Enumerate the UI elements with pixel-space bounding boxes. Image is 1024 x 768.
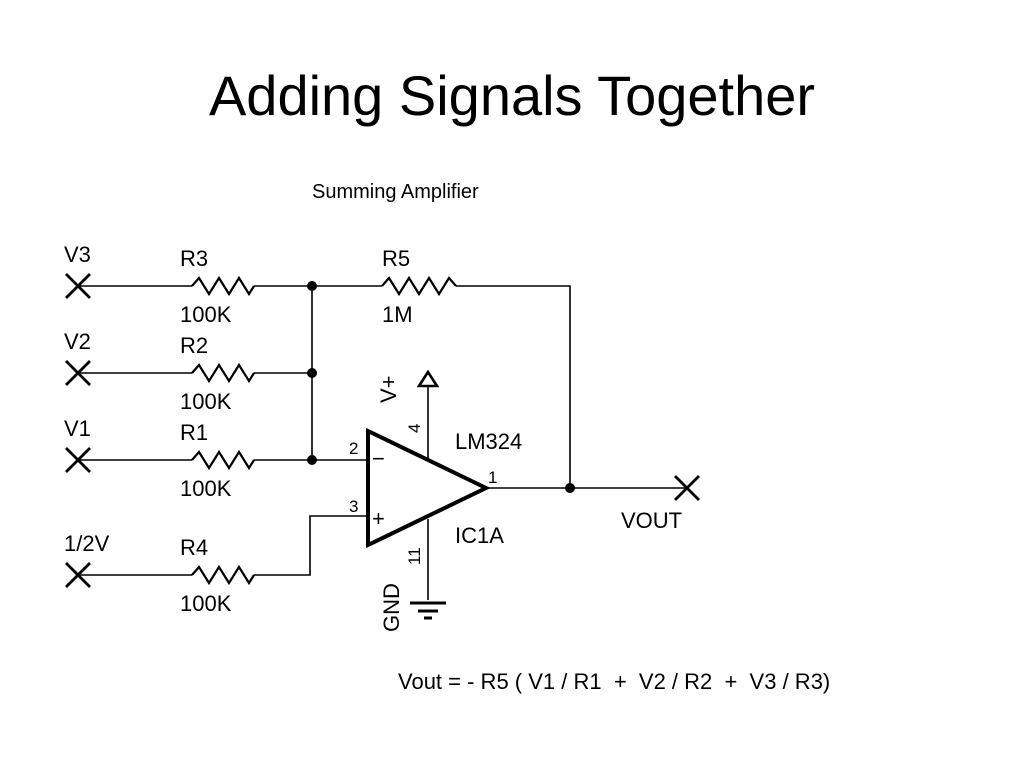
- junction-dot: [307, 455, 317, 465]
- vout-label: VOUT: [621, 508, 682, 533]
- vplus-label: V+: [376, 375, 401, 403]
- r4-resistor: [191, 564, 255, 586]
- v1-label: V1: [64, 416, 91, 441]
- junction-dot: [307, 281, 317, 291]
- pin-2-label: 2: [349, 439, 358, 458]
- r4-name: R4: [180, 535, 208, 560]
- schematic-subtitle: Summing Amplifier: [312, 181, 479, 203]
- v2-label: V2: [64, 329, 91, 354]
- r2-resistor: [191, 362, 255, 384]
- r1-resistor: [191, 449, 255, 471]
- v3-label: V3: [64, 242, 91, 267]
- junction-dot: [565, 483, 575, 493]
- op-amp-inverting-sign: −: [372, 446, 385, 471]
- r1-name: R1: [180, 420, 208, 445]
- r3-resistor: [191, 275, 255, 297]
- op-amp-noninverting-sign: +: [372, 506, 385, 531]
- r5-name: R5: [382, 246, 410, 271]
- junction-dot: [307, 368, 317, 378]
- r5-value: 1M: [382, 302, 413, 327]
- summing-equation: Vout = - R5 ( V1 / R1 + V2 / R2 + V3 / R…: [398, 669, 830, 694]
- circuit-wires: [78, 285, 687, 600]
- op-amp-part-number: LM324: [455, 429, 522, 454]
- r1-value: 100K: [180, 476, 232, 501]
- vout-terminal: [674, 475, 700, 501]
- r2-value: 100K: [180, 389, 232, 414]
- r4-value: 100K: [180, 591, 232, 616]
- slide-title: Adding Signals Together: [208, 64, 816, 127]
- r5-resistor: [381, 275, 457, 297]
- gnd-label: GND: [379, 583, 404, 632]
- r3-name: R3: [180, 246, 208, 271]
- half-v-label: 1/2V: [64, 531, 110, 556]
- pin-3-label: 3: [349, 497, 358, 516]
- pin-4-label: 4: [405, 424, 424, 433]
- pin-11-label: 11: [405, 547, 424, 565]
- op-amp-reference: IC1A: [455, 523, 504, 548]
- vplus-arrow-icon: [416, 369, 440, 388]
- ground-icon: [410, 601, 446, 620]
- op-amp-triangle: [366, 427, 491, 549]
- r3-value: 100K: [180, 302, 232, 327]
- pin-1-label: 1: [488, 468, 497, 487]
- r2-name: R2: [180, 333, 208, 358]
